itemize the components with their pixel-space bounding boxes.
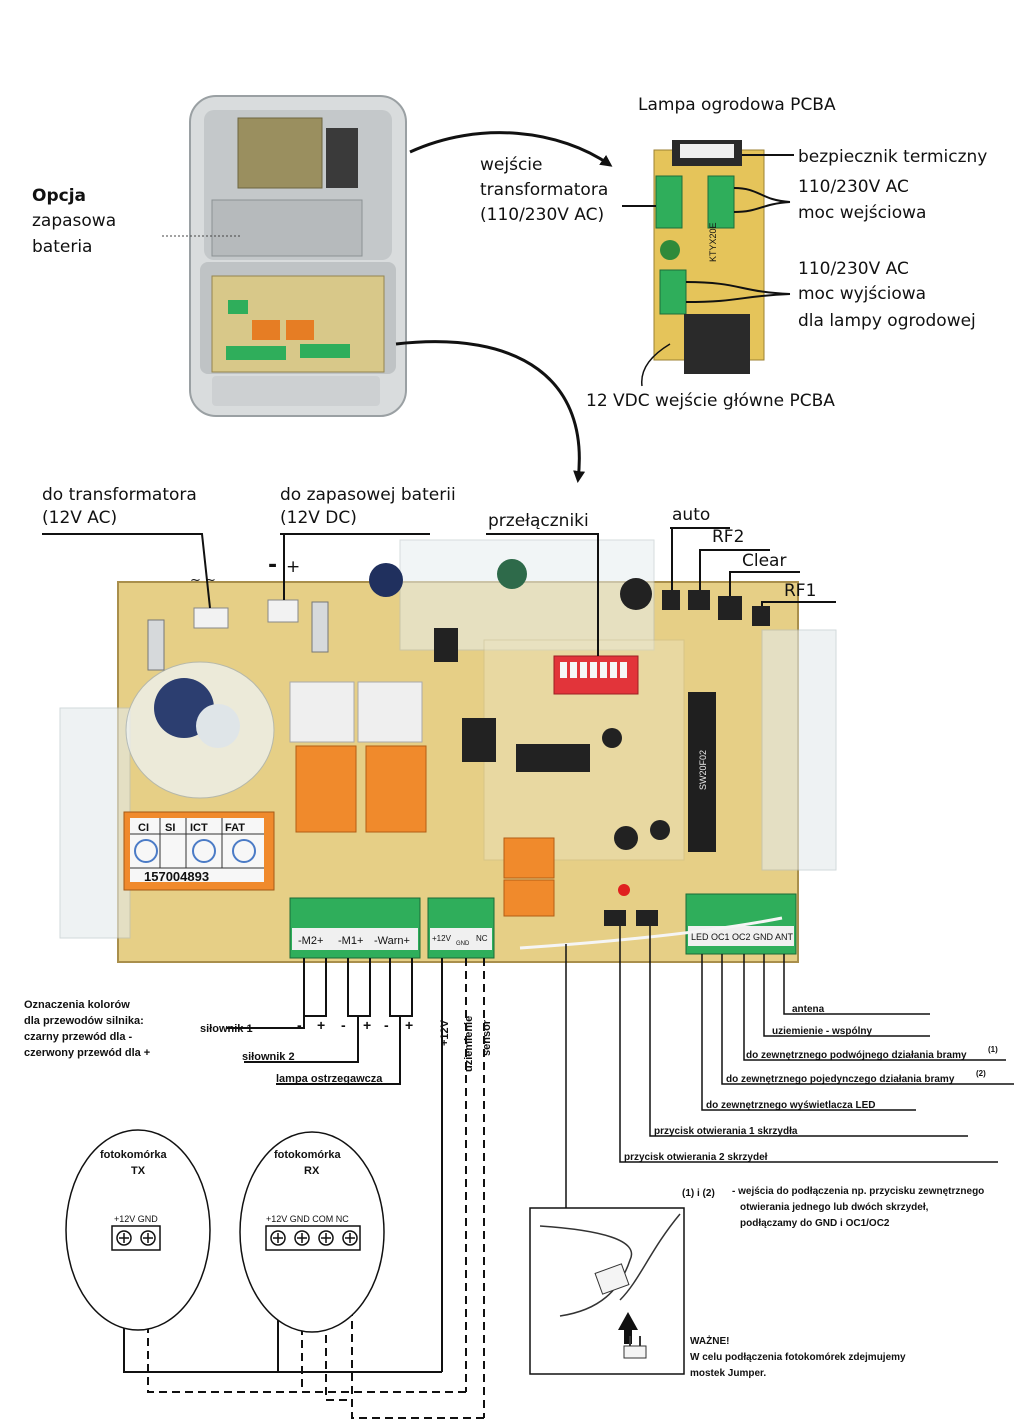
note-line3: podłączamy do GND i OC1/OC2 xyxy=(740,1218,890,1229)
rx-title-2: RX xyxy=(304,1165,320,1177)
battery-plus: + xyxy=(286,557,300,577)
a2-plus: + xyxy=(363,1017,371,1033)
leader-rf1 xyxy=(761,601,836,606)
a1-minus: - xyxy=(297,1017,302,1033)
power-in-1: 110/230V AC xyxy=(798,177,909,197)
to-transformer-2: (12V AC) xyxy=(42,508,117,528)
terminal-nc: NC xyxy=(476,934,488,943)
option-label: Opcja xyxy=(32,186,86,206)
power-in-2: moc wejściowa xyxy=(798,203,926,223)
important-title: WAŻNE! xyxy=(690,1334,729,1347)
battery-minus: - xyxy=(268,553,277,578)
photocell-rx xyxy=(239,1131,385,1333)
terminal-m2: -M2+ xyxy=(298,935,323,947)
actuator2-label: siłownik 2 xyxy=(242,1051,295,1063)
power-out-1: 110/230V AC xyxy=(798,259,909,279)
tx-title-1: fotokomórka xyxy=(100,1149,168,1161)
ext-led-label: do zewnętrznego wyświetlacza LED xyxy=(706,1100,875,1111)
leader-clear xyxy=(729,571,800,596)
arrow-to-main-pcb xyxy=(395,340,586,483)
to-transformer-1: do transformatora xyxy=(42,485,197,505)
leader-transformer xyxy=(42,533,211,609)
ext-double-label: do zewnętrznego podwójnego działania bra… xyxy=(746,1050,967,1061)
button-one-leaf-label: przycisk otwierania 1 skrzydła xyxy=(654,1126,798,1137)
tx-title-2: TX xyxy=(131,1165,146,1177)
jumper-rf2: RF2 xyxy=(712,527,744,547)
transformer-input-2: transformatora xyxy=(480,180,608,200)
ground-common-label: uziemienie - wspólny xyxy=(772,1026,872,1037)
to-battery-2: (12V DC) xyxy=(280,508,357,528)
transformer-input-3: (110/230V AC) xyxy=(480,205,604,225)
rx-pins: +12V GND COM NC xyxy=(266,1214,349,1224)
warn-minus: - xyxy=(384,1017,389,1033)
cert-ict: ICT xyxy=(190,822,208,834)
cert-number: 157004893 xyxy=(144,869,209,884)
leader-switches xyxy=(486,533,599,656)
power-out-3: dla lampy ogrodowej xyxy=(798,311,976,331)
colors-legend-4: czerwony przewód dla + xyxy=(24,1047,150,1059)
jumper-illustration xyxy=(529,1207,685,1375)
transformer-input-1: wejście xyxy=(480,155,542,175)
leader-vdc-main xyxy=(641,343,671,387)
sensor-label: sensor xyxy=(481,1019,493,1056)
button-two-leaf-label: przycisk otwierania 2 skrzydeł xyxy=(624,1152,768,1163)
jumper-clear: Clear xyxy=(742,551,786,571)
cert-fat: FAT xyxy=(225,822,245,834)
terminal-right: LED OC1 OC2 GND ANT xyxy=(691,932,794,942)
note-ref: (1) i (2) xyxy=(682,1188,715,1199)
colors-legend-3: czarny przewód dla - xyxy=(24,1031,133,1043)
antenna-label: antena xyxy=(792,1004,825,1015)
terminal-12v: +12V xyxy=(432,934,452,943)
warn-plus: + xyxy=(405,1017,413,1033)
garden-lamp-pcba: KTYX20E xyxy=(653,140,765,374)
to-battery-1: do zapasowej baterii xyxy=(280,485,456,505)
important-line1: W celu podłączenia fotokomórek zdejmujem… xyxy=(690,1352,906,1363)
a2-minus: - xyxy=(341,1017,346,1033)
terminal-warn: -Warn+ xyxy=(374,935,410,947)
power-out-2: moc wyjściowa xyxy=(798,284,926,304)
module-label: KTYX20E xyxy=(708,222,718,262)
cert-ci: CI xyxy=(138,822,149,834)
cert-si: SI xyxy=(165,822,175,834)
option-line2: bateria xyxy=(32,237,92,257)
important-line2: mostek Jumper. xyxy=(690,1368,766,1379)
a1-plus: + xyxy=(317,1017,325,1033)
leader-power-out xyxy=(685,281,791,303)
leader-rf2 xyxy=(699,549,770,590)
ext-single-label: do zewnętrznego pojedynczego działania b… xyxy=(726,1074,955,1085)
note-line2: otwierania jednego lub dwóch skrzydeł, xyxy=(740,1202,929,1213)
ac-symbol: ~ ~ xyxy=(190,573,216,588)
jumper-rf1: RF1 xyxy=(784,581,816,601)
ground-label: uziemienie xyxy=(463,1016,475,1072)
colors-legend-1: Oznaczenia kolorów xyxy=(24,999,130,1011)
ext-single-sup: (2) xyxy=(976,1069,986,1078)
photocell-tx xyxy=(65,1129,211,1331)
leader-power-in xyxy=(733,187,791,213)
tx-pins: +12V GND xyxy=(114,1214,158,1224)
colors-legend-2: dla przewodów silnika: xyxy=(24,1015,144,1027)
main-pcb: SW20F02 xyxy=(59,539,837,963)
enclosure-photo xyxy=(189,95,407,417)
arrow-to-lamp-pcba xyxy=(409,131,613,167)
option-line1: zapasowa xyxy=(32,211,116,231)
garden-lamp-title: Lampa ogrodowa PCBA xyxy=(638,95,836,115)
v12-label: +12V xyxy=(439,1019,451,1046)
thermal-fuse-label: bezpiecznik termiczny xyxy=(798,147,987,167)
switches-label: przełączniki xyxy=(488,511,589,531)
ext-double-sup: (1) xyxy=(988,1045,998,1054)
vdc-main-label: 12 VDC wejście główne PCBA xyxy=(586,391,835,411)
chip-label: SW20F02 xyxy=(698,750,708,790)
terminal-gnd: GND xyxy=(456,941,470,947)
actuator1-label: siłownik 1 xyxy=(200,1023,253,1035)
note-line1: - wejścia do podłączenia np. przycisku z… xyxy=(732,1186,984,1197)
rx-title-1: fotokomórka xyxy=(274,1149,342,1161)
right-terminal-wiring xyxy=(565,926,1014,1210)
warning-lamp-label: lampa ostrzegawcza xyxy=(276,1073,383,1085)
terminal-m1: -M1+ xyxy=(338,935,363,947)
jumper-auto: auto xyxy=(672,505,710,525)
